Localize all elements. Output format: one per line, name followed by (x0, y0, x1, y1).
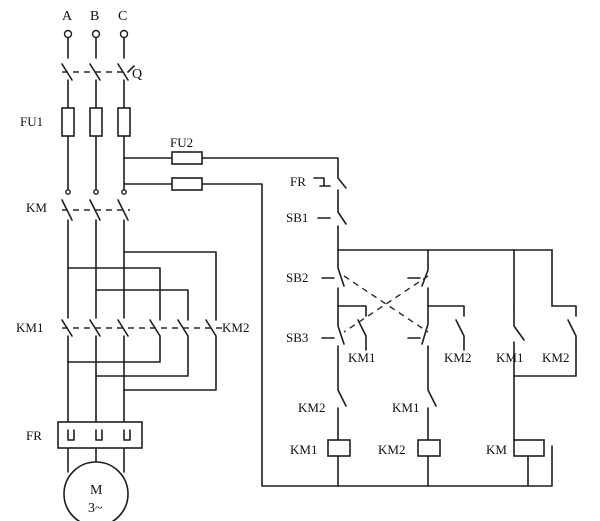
terminal-a (63, 29, 73, 39)
terminal-b (91, 29, 101, 39)
label-sb2: SB2 (286, 270, 308, 285)
button-interlock (343, 275, 429, 333)
label-motor-m: M (90, 483, 103, 498)
label-interlock-km1: KM1 (392, 400, 419, 415)
label-km1-power: KM1 (16, 320, 43, 335)
fuse-fu2-b (171, 177, 203, 191)
label-interlock-km2: KM2 (298, 400, 325, 415)
label-aux-km1-a: KM1 (348, 350, 375, 365)
label-phase-a: A (62, 9, 73, 24)
label-aux-km1-b: KM1 (496, 350, 523, 365)
label-aux-km2-a: KM2 (444, 350, 471, 365)
coil-km1 (327, 439, 351, 457)
motor (63, 461, 129, 521)
label-fr-control: FR (290, 174, 306, 189)
label-switch-q: Q (132, 67, 142, 82)
overload-relay-fr (57, 421, 143, 449)
label-coil-km2: KM2 (378, 442, 405, 457)
fuse-fu1-b (89, 107, 103, 137)
fuse-fu1-c (117, 107, 131, 137)
power-circuit (57, 29, 222, 521)
label-coil-km1: KM1 (290, 442, 317, 457)
fuse-fu2-a (171, 151, 203, 165)
fuse-fu1-a (61, 107, 75, 137)
label-fu2: FU2 (170, 135, 193, 150)
label-fu1: FU1 (20, 114, 43, 129)
label-km2-power: KM2 (222, 320, 249, 335)
label-phase-c: C (118, 9, 127, 24)
label-km: KM (26, 200, 47, 215)
terminal-c (119, 29, 129, 39)
label-fr-power: FR (26, 428, 42, 443)
label-motor-3ph: 3~ (88, 501, 103, 516)
control-circuit (123, 151, 577, 487)
coil-km (513, 439, 545, 457)
label-aux-km2-b: KM2 (542, 350, 569, 365)
label-phase-b: B (90, 9, 99, 24)
label-sb3: SB3 (286, 330, 308, 345)
label-sb1: SB1 (286, 210, 308, 225)
label-coil-km: KM (486, 442, 507, 457)
coil-km2 (417, 439, 441, 457)
